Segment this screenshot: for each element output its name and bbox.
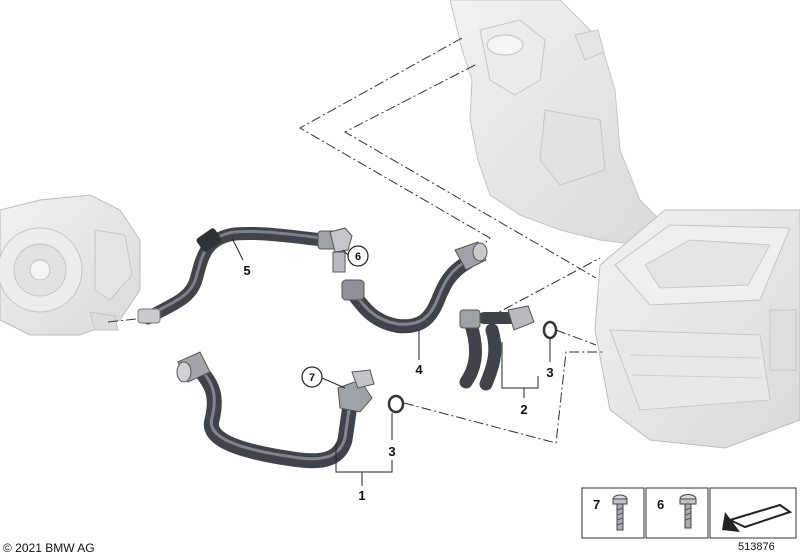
- legend-panel: 7 6: [581, 487, 797, 539]
- connection-line-hose4-housing: [298, 37, 491, 251]
- leader-lines: [231, 237, 551, 486]
- leader-5: [231, 237, 244, 261]
- callout-1[interactable]: 1: [358, 488, 365, 503]
- callout-3-lower[interactable]: 3: [388, 444, 395, 459]
- callout-7-circle: [301, 366, 323, 388]
- hose-4[interactable]: [341, 241, 488, 334]
- connection-line-hose2-box: [487, 257, 601, 319]
- auxiliary-box-ghost: [594, 209, 800, 449]
- callout-2[interactable]: 2: [520, 402, 527, 417]
- callout-5[interactable]: 5: [243, 263, 250, 278]
- connection-lines: [107, 37, 604, 444]
- document-id: 513876: [738, 541, 775, 553]
- callout-4[interactable]: 4: [415, 362, 423, 377]
- copyright-text: © 2021 BMW AG: [3, 541, 95, 555]
- legend-label-7[interactable]: 7: [593, 497, 600, 512]
- legend-label-6[interactable]: 6: [657, 497, 664, 512]
- hose-1[interactable]: [176, 351, 375, 469]
- leader-7: [321, 377, 346, 389]
- callout-6[interactable]: 6: [355, 251, 361, 263]
- screw-icon: [612, 494, 628, 531]
- callout-7[interactable]: 7: [309, 372, 315, 384]
- bolt-icon: [679, 494, 697, 529]
- legend-box-7: [581, 487, 645, 539]
- hose-2[interactable]: [459, 305, 535, 391]
- direction-arrow-icon: [722, 503, 793, 532]
- legend-box-6: [645, 487, 709, 539]
- connection-line-seal1-box: [403, 351, 604, 444]
- engine-housing-ghost: [449, 0, 661, 246]
- connection-line-hose4-box: [343, 64, 597, 279]
- hose-5[interactable]: [137, 226, 353, 325]
- seal-ring-lower[interactable]: [387, 394, 405, 414]
- seal-ring-upper[interactable]: [542, 320, 558, 340]
- bracket-2: [501, 342, 539, 389]
- callout-3-upper[interactable]: 3: [546, 365, 553, 380]
- callout-6-circle: [347, 245, 369, 267]
- alternator-ghost: [0, 194, 141, 336]
- bracket-1: [335, 444, 393, 473]
- connection-line-seal3-box: [555, 329, 597, 346]
